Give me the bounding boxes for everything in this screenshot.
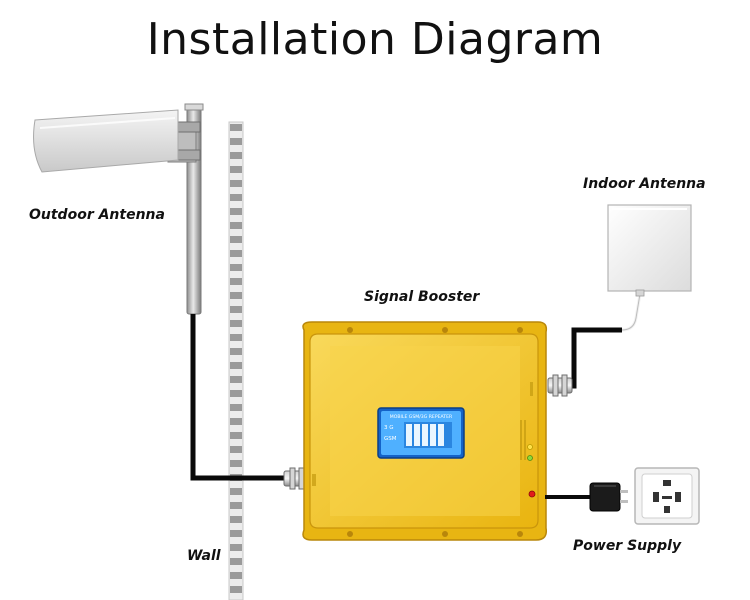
wall-brick (230, 558, 242, 565)
wall-brick (230, 516, 242, 523)
indoor-cable (570, 327, 622, 389)
wall-brick (230, 572, 242, 579)
wall-brick (230, 124, 242, 131)
wall-brick (230, 530, 242, 537)
wall-brick (230, 320, 242, 327)
outdoor-antenna-label: Outdoor Antenna (29, 207, 165, 223)
wall-brick (230, 502, 242, 509)
wall-brick (230, 278, 242, 285)
lcd-title: MOBILE GSM/3G REPEATER (390, 414, 453, 420)
power-adapter-icon (589, 482, 628, 512)
wall-brick (230, 138, 242, 145)
wall-brick (230, 306, 242, 313)
wall-brick (230, 460, 242, 467)
wall-strip (228, 121, 244, 600)
wall-brick (230, 194, 242, 201)
wall-brick (230, 432, 242, 439)
wall-brick (230, 376, 242, 383)
wall-brick (230, 544, 242, 551)
indoor-antenna-icon (607, 204, 692, 297)
wall-brick (230, 362, 242, 369)
signal-booster-label: Signal Booster (364, 289, 480, 305)
wall-brick (230, 446, 242, 453)
wall-brick (230, 222, 242, 229)
diagram-title: Installation Diagram (146, 14, 604, 65)
outdoor-antenna-icon (33, 103, 204, 315)
booster-lcd-screen: MOBILE GSM/3G REPEATER 3 G GSM (377, 407, 465, 459)
wall-brick (230, 264, 242, 271)
wall-brick (230, 208, 242, 215)
wall-brick (230, 250, 242, 257)
wall-brick (230, 236, 242, 243)
wall-label: Wall (187, 548, 221, 564)
wall-brick (230, 180, 242, 187)
power-supply-label: Power Supply (573, 538, 682, 554)
wall-brick (230, 334, 242, 341)
n-connector-icon (547, 374, 573, 397)
wall-brick (230, 586, 242, 593)
outdoor-cable (190, 314, 292, 481)
wall-brick (230, 166, 242, 173)
power-socket-icon (634, 467, 700, 525)
wall-brick (230, 404, 242, 411)
wall-brick (230, 348, 242, 355)
wall-brick (230, 390, 242, 397)
lcd-band-gsm: GSM (384, 436, 397, 442)
wall-brick (230, 292, 242, 299)
indoor-antenna-label: Indoor Antenna (583, 176, 706, 192)
indoor-antenna-lead-edge (621, 293, 641, 331)
wall-brick (230, 152, 242, 159)
wall-brick (230, 418, 242, 425)
wall-brick (230, 488, 242, 495)
lcd-band-3g: 3 G (384, 425, 394, 431)
